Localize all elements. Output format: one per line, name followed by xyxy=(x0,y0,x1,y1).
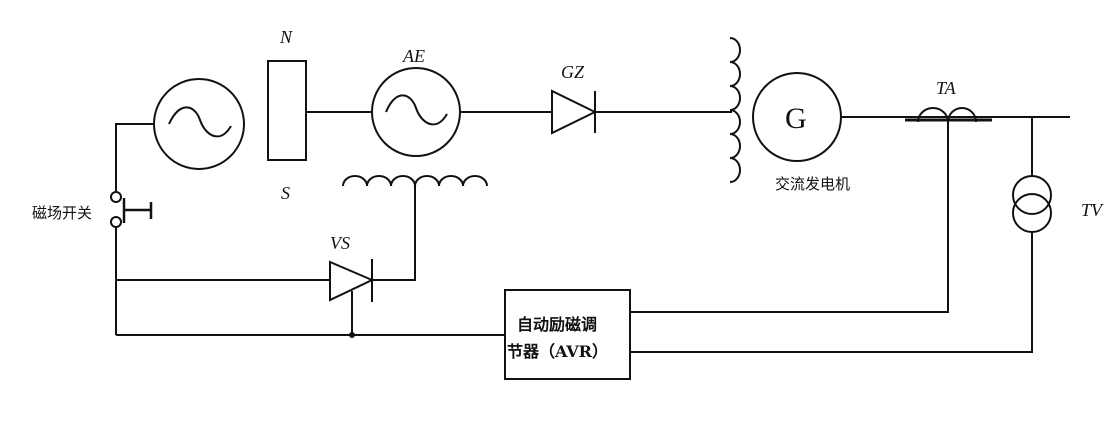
diode-icon xyxy=(551,89,598,135)
south-pole-label: S xyxy=(281,183,290,203)
switch-contact-bottom xyxy=(110,216,122,228)
switch-lever xyxy=(122,198,153,223)
field-switch[interactable] xyxy=(110,191,153,228)
wire-source1-to-switch xyxy=(115,123,154,192)
left-wiring xyxy=(115,123,505,336)
tapped-winding xyxy=(342,175,488,281)
tv-winding-top xyxy=(1012,175,1052,215)
ac-source-icon xyxy=(153,78,245,170)
north-pole-label: N xyxy=(279,27,293,47)
field-switch-label: 磁场开关 xyxy=(32,204,92,222)
avr-box xyxy=(504,289,631,380)
ta-label: TA xyxy=(936,78,957,98)
wire-tv-to-avr xyxy=(630,232,1033,353)
coil-icon xyxy=(729,37,741,183)
rotor-winding xyxy=(729,37,741,183)
junction-dot xyxy=(349,332,355,338)
avr-label-line1: 自动励磁调 xyxy=(517,315,597,334)
tv-label: TV xyxy=(1081,200,1104,220)
ac-exciter xyxy=(371,67,461,157)
thyristor-icon xyxy=(329,260,375,302)
thyristor xyxy=(329,259,375,338)
wire-ta-to-avr xyxy=(630,120,949,313)
vs-label: VS xyxy=(330,233,350,253)
avr-block: 自动励磁调 节器（AVR） xyxy=(504,289,631,380)
switch-contact-top xyxy=(110,191,122,203)
wire-tap-to-thyristor xyxy=(372,186,416,281)
avr-label-line2: 节器（AVR） xyxy=(507,342,608,361)
generator: G xyxy=(752,72,842,162)
rectifier-diode xyxy=(551,89,598,135)
sine-wave-icon xyxy=(168,106,232,138)
voltage-transformer xyxy=(630,117,1052,353)
pilot-exciter xyxy=(153,78,245,170)
coil-icon xyxy=(342,175,488,187)
magnet-box xyxy=(267,60,307,161)
generator-label: 交流发电机 xyxy=(775,175,850,193)
permanent-magnet xyxy=(267,60,307,161)
ac-source-icon xyxy=(371,67,461,157)
gz-label: GZ xyxy=(561,62,585,82)
sine-wave-icon xyxy=(385,94,448,126)
current-transformer xyxy=(630,107,992,313)
generator-symbol: G xyxy=(785,102,807,135)
ae-label: AE xyxy=(402,46,425,66)
